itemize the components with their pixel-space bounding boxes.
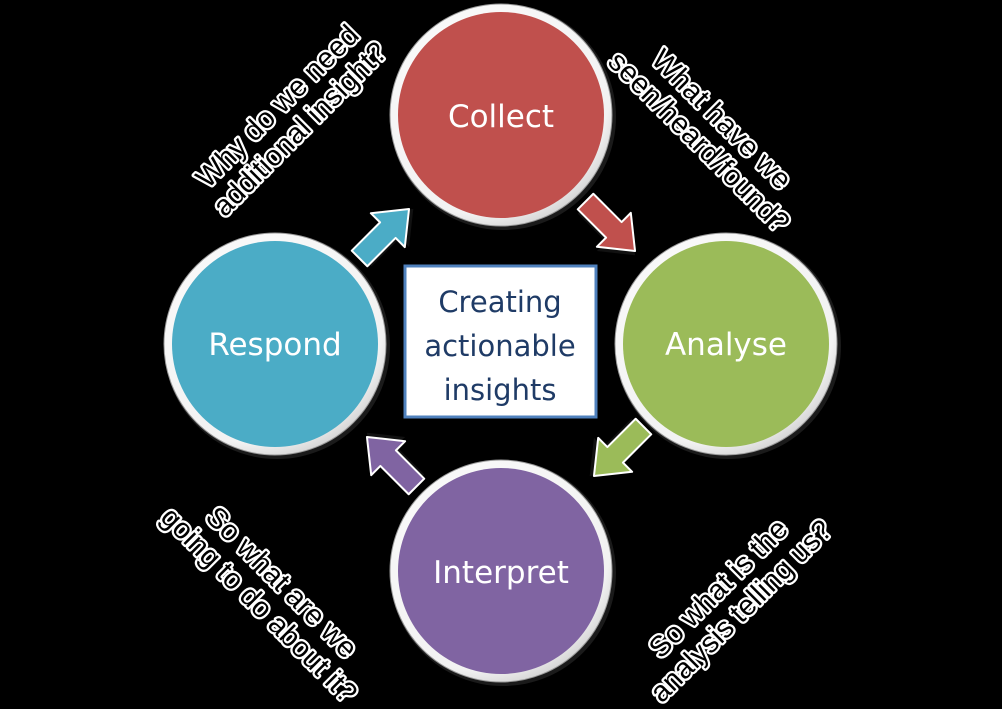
arrow-respond-to-collect <box>350 207 414 268</box>
stage-interpret: Interpret <box>389 459 616 686</box>
arrow-collect-to-analyse <box>576 192 637 256</box>
collect-circle <box>398 12 604 218</box>
stage-respond: Respond <box>163 232 390 459</box>
respond-label: Respond <box>208 327 341 363</box>
arrow-analyse-to-interpret <box>589 417 653 478</box>
center-line-2: actionable <box>424 329 575 363</box>
question-top-left: Why do we need additional insight? <box>188 17 396 225</box>
center-box: Creating actionable insights <box>403 264 598 419</box>
stage-collect: Collect <box>389 3 616 230</box>
analyse-circle <box>623 241 829 447</box>
collect-label: Collect <box>448 99 554 135</box>
question-bottom-left: So what are we going to do about it? <box>152 499 365 709</box>
question-bottom-left-line-2: going to do about it? <box>154 501 362 709</box>
center-line-1: Creating <box>438 285 561 319</box>
interpret-label: Interpret <box>433 555 569 591</box>
respond-circle <box>172 241 378 447</box>
interpret-circle <box>398 468 604 674</box>
arrow-interpret-to-respond <box>365 432 426 496</box>
stage-analyse: Analyse <box>614 232 841 459</box>
question-bottom-right: So what is the analysis telling us? <box>641 511 841 709</box>
question-top-right: What have we seen/heard/found? <box>599 41 799 241</box>
analyse-label: Analyse <box>665 327 787 363</box>
center-line-3: insights <box>444 373 557 407</box>
